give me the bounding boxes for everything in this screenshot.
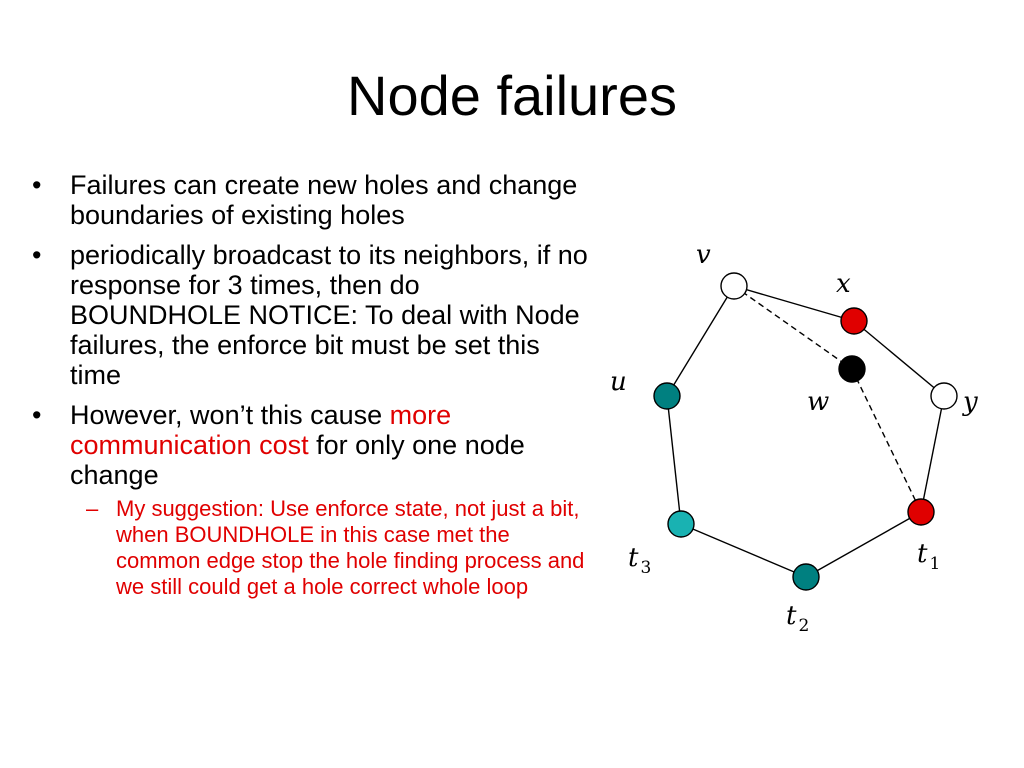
node-layer (653, 272, 958, 591)
bullet-mark: • (32, 170, 42, 200)
bullet-text: periodically broadcast to its neighbors,… (70, 240, 588, 390)
edge-t1-t2 (805, 511, 922, 578)
edge-x-y (853, 320, 945, 397)
bullet-text: Failures can create new holes and change… (70, 170, 578, 230)
bullet-list: • Failures can create new holes and chang… (30, 170, 590, 610)
node-t3 (667, 510, 695, 538)
node-label-w: w (807, 387, 829, 417)
node-label-u: u (610, 367, 627, 397)
edge-u-v (666, 285, 735, 397)
edge-t3-u (666, 395, 682, 525)
bullet-mark: • (32, 400, 42, 430)
edge-y-t1 (920, 395, 945, 513)
node-label-x: x (836, 269, 851, 299)
node-v (720, 272, 748, 300)
node-label-subscript: 3 (640, 558, 651, 578)
node-label-v: v (696, 240, 711, 270)
edge-t2-t3 (680, 523, 807, 578)
slide-title: Node failures (347, 64, 677, 127)
bullet-mark: • (32, 240, 42, 270)
highlighted-text: more communication cost (70, 400, 452, 460)
node-u (653, 382, 681, 410)
sub-bullet-mark: – (86, 496, 99, 521)
sub-bullet-text: My suggestion: Use enforce state, not ju… (116, 496, 585, 599)
edge-w-t1 (851, 368, 922, 513)
node-y (930, 382, 958, 410)
bullet-text: for only one node change (70, 430, 525, 490)
node-label-subscript: 2 (798, 616, 809, 636)
edge-v-x (733, 285, 855, 322)
edge-v-w (733, 285, 853, 370)
bullet-1: • Failures can create new holes and chang… (30, 170, 590, 230)
node-w (838, 355, 866, 383)
bullet-2: • periodically broadcast to its neighbors… (30, 240, 590, 390)
sub-bullet-list: –My suggestion: Use enforce state, not j… (70, 496, 590, 600)
edge-layer (666, 285, 945, 578)
node-label-subscript: 1 (929, 554, 940, 574)
node-label-y: y (962, 387, 978, 417)
node-x (840, 307, 868, 335)
sub-bullet-1: –My suggestion: Use enforce state, not j… (70, 496, 590, 600)
node-t1 (907, 498, 935, 526)
node-t2 (792, 563, 820, 591)
bullet-3: • However, won’t this cause more communic… (30, 400, 590, 600)
bullet-text: However, won’t this cause (70, 400, 390, 430)
